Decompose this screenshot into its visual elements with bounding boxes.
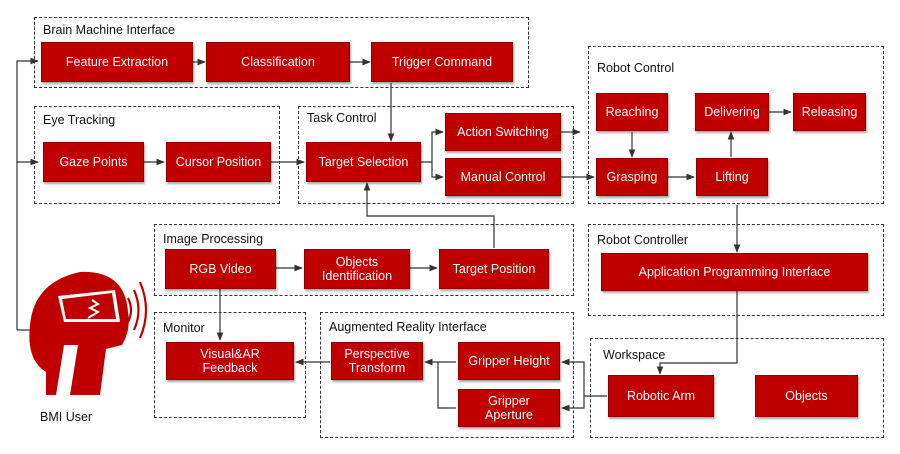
reaching-box: Reaching xyxy=(596,93,668,131)
group-label: Eye Tracking xyxy=(43,113,116,127)
api-box: Application Programming Interface xyxy=(601,253,868,291)
lifting-box: Lifting xyxy=(696,158,768,196)
group-label: Workspace xyxy=(603,348,666,362)
rgb-video-box: RGB Video xyxy=(165,249,276,289)
objects-identification-box: Objects Identification xyxy=(304,249,410,289)
group-label: Augmented Reality Interface xyxy=(329,320,487,334)
group-label: Task Control xyxy=(307,111,377,125)
releasing-box: Releasing xyxy=(793,93,866,131)
group-task-control: Task Control xyxy=(298,106,574,204)
group-label: Robot Controller xyxy=(597,233,689,247)
group-image-processing: Image Processing xyxy=(154,224,574,296)
arrow-targetpos-targetsel xyxy=(363,182,495,248)
group-monitor: Monitor xyxy=(154,312,306,418)
perspective-transform-box: Perspective Transform xyxy=(331,342,423,380)
group-workspace: Workspace xyxy=(590,338,884,438)
group-label: Brain Machine Interface xyxy=(43,23,176,37)
gripper-height-box: Gripper Height xyxy=(458,342,560,380)
trigger-command-box: Trigger Command xyxy=(371,42,513,82)
group-robot-control: Robot Control xyxy=(588,46,884,204)
visual-ar-feedback-box: Visual&AR Feedback xyxy=(166,342,294,380)
group-label: Image Processing xyxy=(163,232,264,246)
objects-box: Objects xyxy=(755,375,858,417)
target-selection-box: Target Selection xyxy=(306,142,421,182)
bmi-user-label: BMI User xyxy=(40,410,93,424)
group-label: Monitor xyxy=(163,321,205,335)
group-robot-controller: Robot Controller xyxy=(588,224,884,316)
group-augmented-reality-interface: Augmented Reality Interface xyxy=(320,312,574,438)
robotic-arm-box: Robotic Arm xyxy=(608,375,714,417)
user-bus-line xyxy=(16,57,39,330)
target-position-box: Target Position xyxy=(439,249,549,289)
bmi-user-icon xyxy=(29,271,148,395)
classification-box: Classification xyxy=(206,42,350,82)
group-label: Robot Control xyxy=(597,61,675,75)
arrow-api-arm xyxy=(656,291,738,375)
arrow-aperture-perspective xyxy=(437,362,456,409)
grasping-box: Grasping xyxy=(596,158,668,196)
group-brain-machine-interface: Brain Machine Interface xyxy=(34,17,529,88)
gaze-points-box: Gaze Points xyxy=(43,142,144,182)
arrow-arm-aperture xyxy=(561,396,585,412)
arrow-target-action xyxy=(421,128,444,163)
gripper-aperture-box: Gripper Aperture xyxy=(458,389,560,427)
feature-extraction-box: Feature Extraction xyxy=(41,42,193,82)
arrow-target-manual xyxy=(431,162,444,181)
group-eye-tracking: Eye Tracking xyxy=(34,106,280,204)
cursor-position-box: Cursor Position xyxy=(166,142,271,182)
manual-control-box: Manual Control xyxy=(445,158,561,196)
delivering-box: Delivering xyxy=(695,93,769,131)
action-switching-box: Action Switching xyxy=(445,113,561,151)
